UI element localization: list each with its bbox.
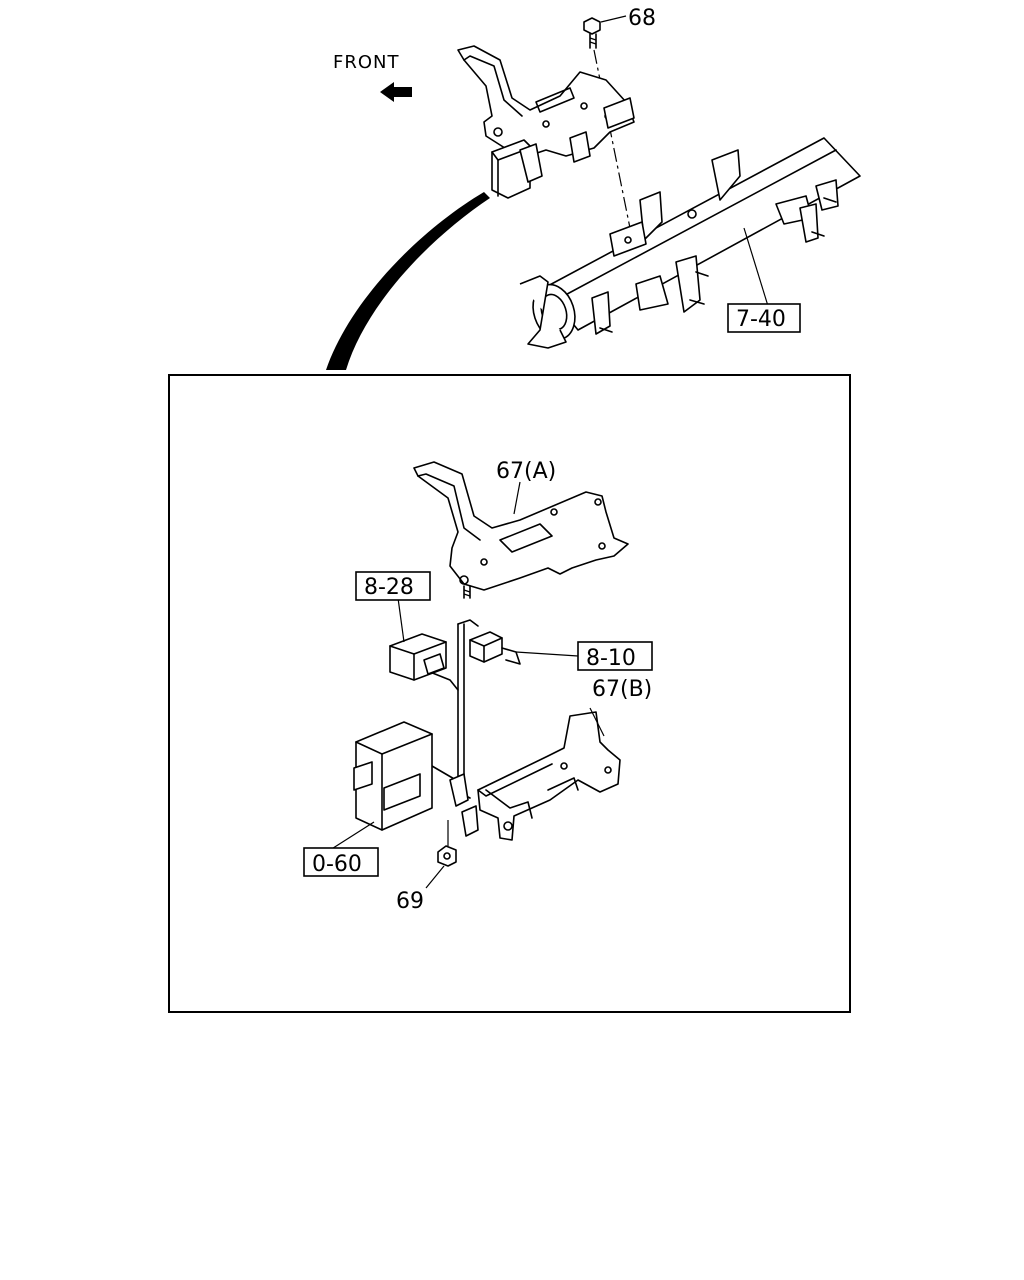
label-8-28: 8-28 bbox=[364, 575, 414, 600]
top-bracket-assembly bbox=[457, 45, 635, 199]
leader-67b bbox=[589, 707, 605, 737]
label-69: 69 bbox=[396, 889, 424, 914]
bracket-67a bbox=[413, 461, 629, 591]
label-0-60: 0-60 bbox=[312, 852, 362, 877]
crossmember-beam bbox=[519, 137, 861, 349]
detail-frame bbox=[168, 374, 851, 1013]
module-8-28 bbox=[389, 633, 447, 681]
leader-0-60 bbox=[329, 821, 375, 851]
nut-69-icon bbox=[437, 845, 457, 867]
ref-box-8-10 bbox=[577, 641, 653, 671]
left-arrow-icon bbox=[380, 82, 412, 102]
leader-7-40 bbox=[743, 227, 769, 307]
leader-8-10 bbox=[515, 651, 579, 657]
leader-68 bbox=[600, 15, 627, 23]
label-67b: 67(B) bbox=[592, 677, 652, 702]
leader-67a bbox=[513, 481, 521, 515]
bolt-68-icon bbox=[583, 17, 601, 49]
label-68: 68 bbox=[628, 6, 656, 31]
detail-callout-arrow-icon bbox=[326, 192, 490, 370]
ref-box-0-60 bbox=[303, 847, 379, 877]
label-7-40: 7-40 bbox=[736, 307, 786, 332]
screw-icon bbox=[463, 585, 471, 599]
leader-8-28 bbox=[397, 597, 405, 643]
ref-box-7-40 bbox=[727, 303, 801, 333]
bracket-67b bbox=[449, 711, 621, 841]
front-label: FRONT bbox=[333, 52, 400, 73]
control-unit-0-60 bbox=[353, 721, 433, 831]
leader-69 bbox=[425, 865, 445, 889]
connector-8-10 bbox=[469, 631, 521, 665]
label-67a: 67(A) bbox=[496, 459, 556, 484]
label-8-10: 8-10 bbox=[586, 646, 636, 671]
ref-box-8-28 bbox=[355, 571, 431, 601]
